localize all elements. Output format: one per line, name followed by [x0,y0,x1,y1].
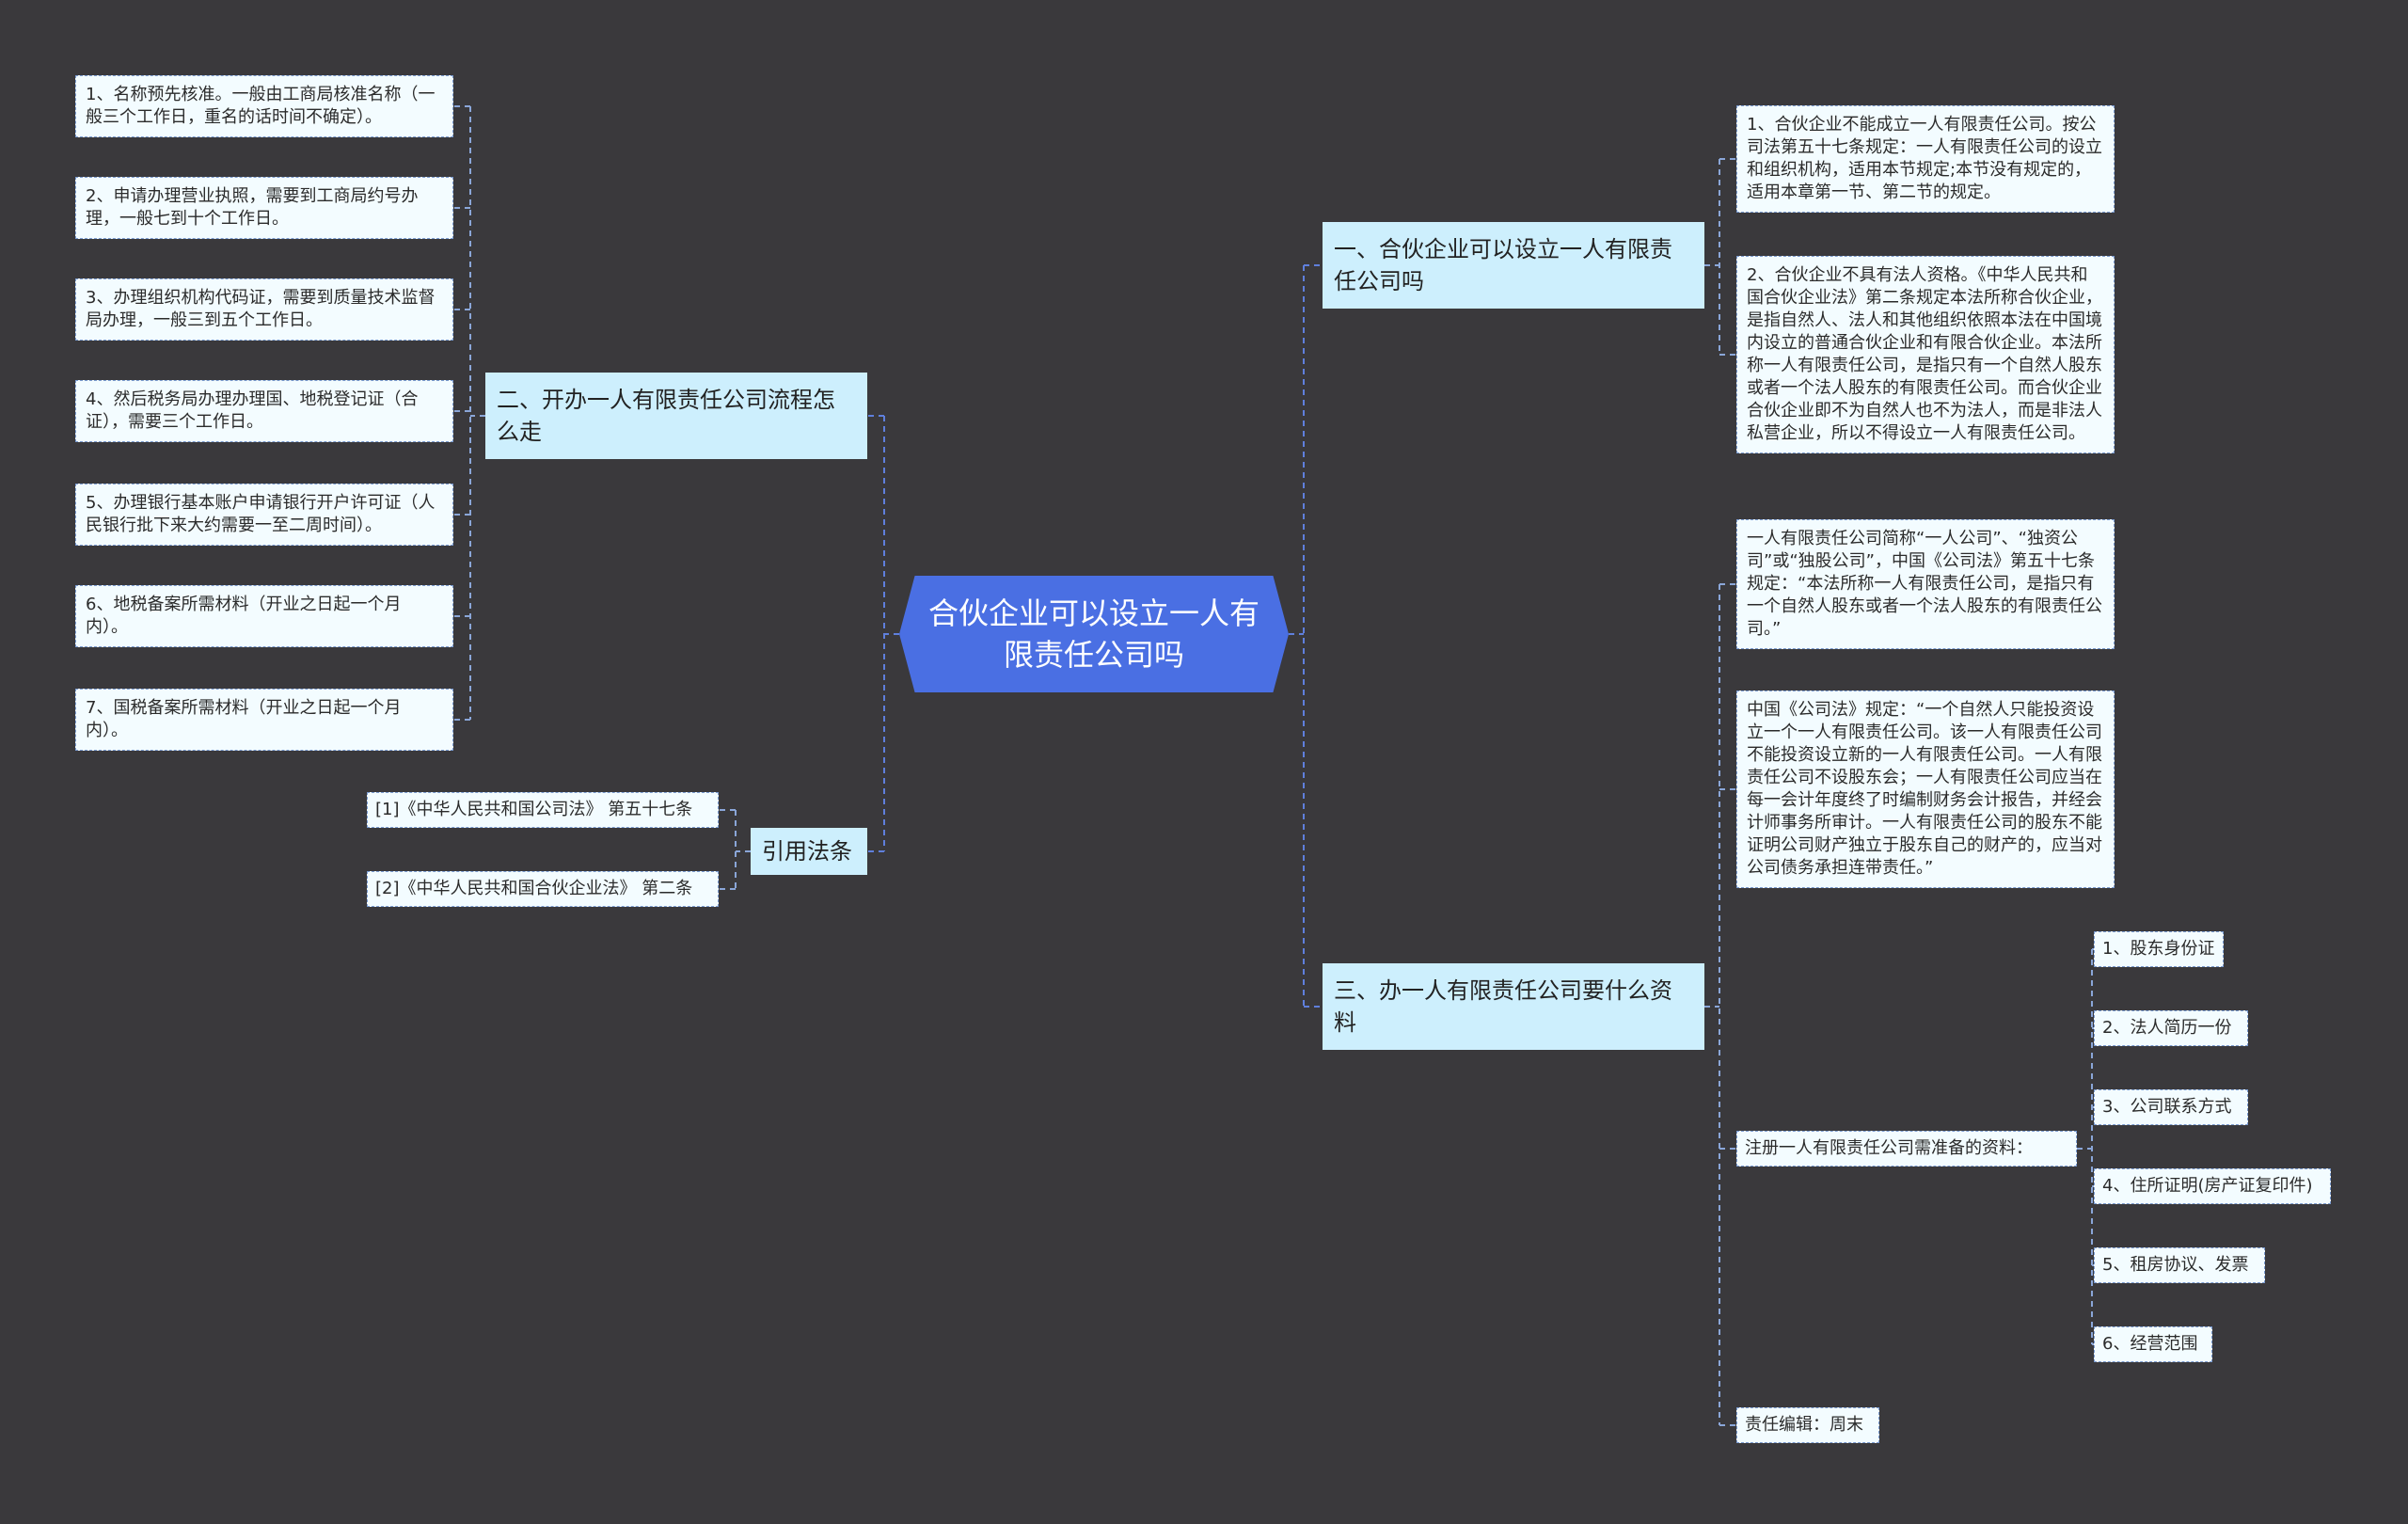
material-item-2-text: 2、法人简历一份 [2102,1018,2232,1038]
branch-process-label: 二、开办一人有限责任公司流程怎么走 [497,387,835,445]
root-topic[interactable]: 合伙企业可以设立一人有限责任公司吗 [899,576,1289,692]
material-item-3[interactable]: 3、公司联系方式 [2094,1089,2248,1125]
material-item-5-text: 5、租房协议、发票 [2102,1255,2249,1275]
cited-law-1[interactable]: [1]《中华人民共和国公司法》 第五十七条 [367,792,719,828]
process-step-7[interactable]: 7、国税备案所需材料（开业之日起一个月内）。 [75,689,453,751]
responsible-editor[interactable]: 责任编辑：周末 [1736,1407,1879,1443]
process-step-6[interactable]: 6、地税备案所需材料（开业之日起一个月内）。 [75,585,453,647]
definition-note[interactable]: 一人有限责任公司简称“一人公司”、“独资公司”或“独股公司”，中国《公司法》第五… [1736,519,2115,649]
process-step-6-text: 6、地税备案所需材料（开业之日起一个月内）。 [86,595,402,637]
branch-can-partnership-establish[interactable]: 一、合伙企业可以设立一人有限责任公司吗 [1323,222,1704,309]
answer-point-2-text: 2、合伙企业不具有法人资格。《中华人民共和国合伙企业法》第二条规定本法所称合伙企… [1747,265,2102,443]
process-step-1-text: 1、名称预先核准。一般由工商局核准名称（一般三个工作日，重名的话时间不确定）。 [86,85,436,127]
process-step-3-text: 3、办理组织机构代码证，需要到质量技术监督局办理，一般三到五个工作日。 [86,288,436,330]
process-step-1[interactable]: 1、名称预先核准。一般由工商局核准名称（一般三个工作日，重名的话时间不确定）。 [75,75,453,137]
cited-law-2-text: [2]《中华人民共和国合伙企业法》 第二条 [375,879,693,898]
process-step-2-text: 2、申请办理营业执照，需要到工商局约号办理，一般七到十个工作日。 [86,186,419,229]
process-step-2[interactable]: 2、申请办理营业执照，需要到工商局约号办理，一般七到十个工作日。 [75,177,453,239]
material-item-6[interactable]: 6、经营范围 [2094,1326,2212,1362]
branch-can-partnership-establish-label: 一、合伙企业可以设立一人有限责任公司吗 [1334,236,1672,294]
cited-law-2[interactable]: [2]《中华人民共和国合伙企业法》 第二条 [367,871,719,907]
material-item-4[interactable]: 4、住所证明(房产证复印件) [2094,1168,2331,1204]
answer-point-2[interactable]: 2、合伙企业不具有法人资格。《中华人民共和国合伙企业法》第二条规定本法所称合伙企… [1736,256,2115,453]
process-step-7-text: 7、国税备案所需材料（开业之日起一个月内）。 [86,698,402,740]
process-step-4[interactable]: 4、然后税务局办理办理国、地税登记证（合证），需要三个工作日。 [75,380,453,442]
material-item-1-text: 1、股东身份证 [2102,939,2215,959]
company-law-note-text: 中国《公司法》规定：“一个自然人只能投资设立一个一人有限责任公司。该一人有限责任… [1747,700,2102,878]
material-item-2[interactable]: 2、法人简历一份 [2094,1010,2248,1046]
material-item-6-text: 6、经营范围 [2102,1334,2198,1354]
answer-point-1-text: 1、合伙企业不能成立一人有限责任公司。按公司法第五十七条规定：一人有限责任公司的… [1747,115,2102,202]
root-topic-label: 合伙企业可以设立一人有限责任公司吗 [927,595,1259,673]
material-item-5[interactable]: 5、租房协议、发票 [2094,1247,2265,1283]
material-item-1[interactable]: 1、股东身份证 [2094,931,2224,967]
branch-cited-laws[interactable]: 引用法条 [751,828,867,875]
branch-process[interactable]: 二、开办一人有限责任公司流程怎么走 [485,373,867,459]
materials-heading-text: 注册一人有限责任公司需准备的资料： [1745,1138,2033,1158]
branch-cited-laws-label: 引用法条 [762,838,852,865]
material-item-3-text: 3、公司联系方式 [2102,1097,2232,1117]
answer-point-1[interactable]: 1、合伙企业不能成立一人有限责任公司。按公司法第五十七条规定：一人有限责任公司的… [1736,105,2115,213]
materials-heading[interactable]: 注册一人有限责任公司需准备的资料： [1736,1131,2077,1167]
branch-required-materials[interactable]: 三、办一人有限责任公司要什么资料 [1323,963,1704,1050]
responsible-editor-text: 责任编辑：周末 [1745,1415,1863,1435]
material-item-4-text: 4、住所证明(房产证复印件) [2102,1176,2313,1196]
cited-law-1-text: [1]《中华人民共和国公司法》 第五十七条 [375,800,693,819]
company-law-note[interactable]: 中国《公司法》规定：“一个自然人只能投资设立一个一人有限责任公司。该一人有限责任… [1736,691,2115,888]
definition-note-text: 一人有限责任公司简称“一人公司”、“独资公司”或“独股公司”，中国《公司法》第五… [1747,529,2102,639]
branch-required-materials-label: 三、办一人有限责任公司要什么资料 [1334,977,1672,1036]
process-step-3[interactable]: 3、办理组织机构代码证，需要到质量技术监督局办理，一般三到五个工作日。 [75,278,453,341]
process-step-5-text: 5、办理银行基本账户申请银行开户许可证（人民银行批下来大约需要一至二周时间）。 [86,493,436,535]
process-step-4-text: 4、然后税务局办理办理国、地税登记证（合证），需要三个工作日。 [86,389,419,432]
process-step-5[interactable]: 5、办理银行基本账户申请银行开户许可证（人民银行批下来大约需要一至二周时间）。 [75,484,453,546]
